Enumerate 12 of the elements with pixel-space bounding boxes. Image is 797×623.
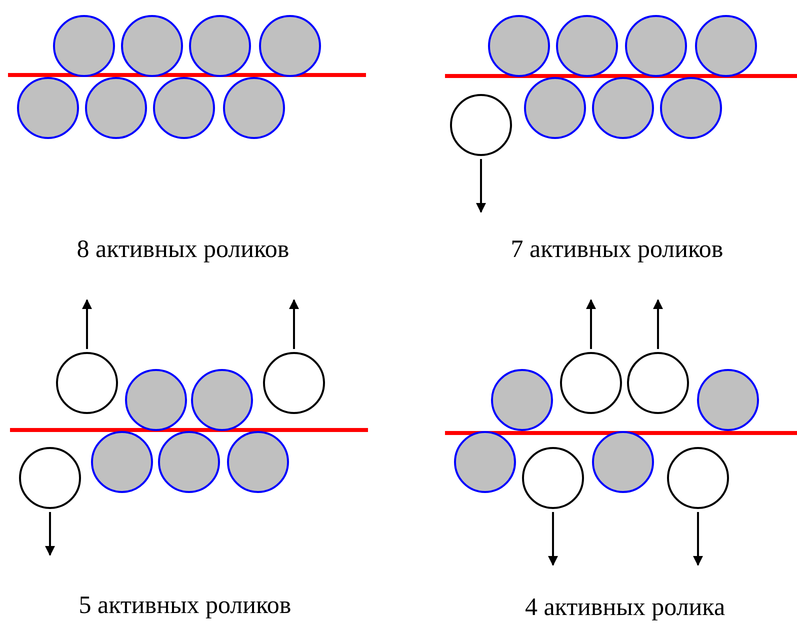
caption: 8 активных роликов xyxy=(76,236,290,264)
arrow xyxy=(653,299,663,349)
arrow xyxy=(476,159,486,213)
arrow xyxy=(45,512,55,556)
arrow xyxy=(548,512,558,566)
caption: 7 активных роликов xyxy=(510,236,724,264)
arrow xyxy=(693,512,703,566)
arrow xyxy=(82,299,92,349)
caption: 4 активных ролика xyxy=(524,594,726,622)
caption: 5 активных роликов xyxy=(78,592,292,620)
arrow xyxy=(586,299,596,349)
arrow xyxy=(289,299,299,349)
